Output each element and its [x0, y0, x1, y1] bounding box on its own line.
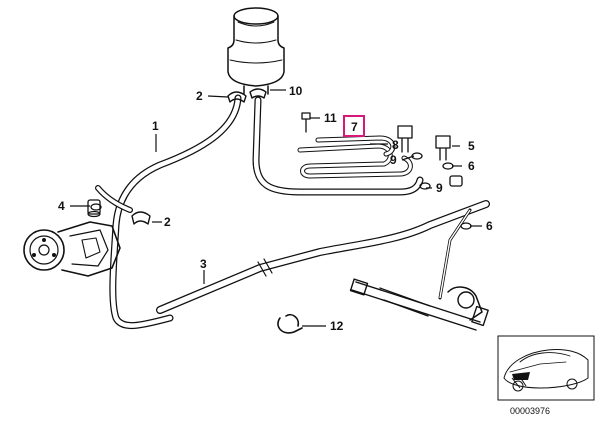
car-location-inset: 00003976 [497, 335, 595, 416]
callout-5[interactable]: 5 [468, 139, 475, 153]
callout-2a[interactable]: 2 [196, 89, 203, 103]
callout-7[interactable]: 7 [351, 120, 358, 134]
callouts: 1 2 2 3 4 5 6 6 7 8 9 9 10 11 12 [58, 84, 493, 333]
callout-9b[interactable]: 9 [436, 181, 443, 195]
callout-10[interactable]: 10 [289, 84, 303, 98]
highlight-box-7 [343, 115, 365, 137]
callout-4[interactable]: 4 [58, 199, 65, 213]
callout-8[interactable]: 8 [392, 138, 399, 152]
callout-12[interactable]: 12 [330, 319, 344, 333]
callout-1[interactable]: 1 [152, 119, 159, 133]
pump-drawing [23, 199, 121, 277]
oil-cooler-line-drawing [297, 135, 413, 179]
callout-9a[interactable]: 9 [390, 153, 397, 167]
callout-6b[interactable]: 6 [486, 219, 493, 233]
callout-11[interactable]: 11 [324, 111, 337, 125]
callout-2b[interactable]: 2 [164, 215, 171, 229]
reference-number: 00003976 [510, 406, 550, 416]
hose-lines [95, 94, 490, 329]
callout-3[interactable]: 3 [200, 257, 207, 271]
callout-6a[interactable]: 6 [468, 159, 475, 173]
reservoir-drawing [227, 7, 285, 95]
leader-lines [70, 89, 482, 327]
steering-rack-drawing [349, 208, 489, 331]
fittings [90, 88, 472, 334]
